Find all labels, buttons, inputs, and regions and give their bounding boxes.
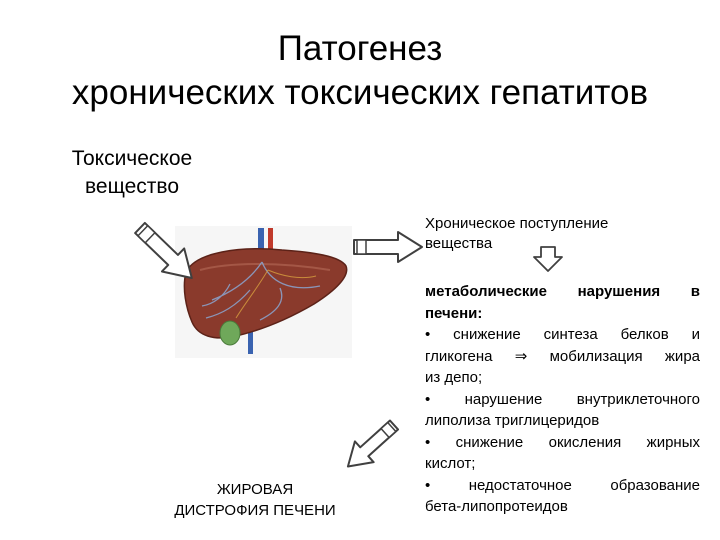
bullet-2-line-2: липолиза триглицеридов <box>425 412 600 429</box>
fatty-liver-result: ЖИРОВАЯ ДИСТРОФИЯ ПЕЧЕНИ <box>145 479 365 521</box>
metabolic-disorders-block: метаболические нарушения в печени: • сни… <box>425 281 700 518</box>
bullet-4-line-2: бета-липопротеидов <box>425 498 568 515</box>
metabolic-heading-1: метаболические нарушения в <box>425 283 700 300</box>
liver-illustration <box>175 226 352 358</box>
toxic-substance-line-1: Токсическое <box>71 147 193 170</box>
bullet-2-line-1: • нарушение внутриклеточного <box>425 390 700 408</box>
title-line-1: Патогенез <box>277 29 443 68</box>
metabolic-heading-2: печени: <box>425 304 483 322</box>
bullet-1-line-2: гликогена ⇒ мобилизация жира <box>425 346 700 368</box>
implies-symbol: ⇒ <box>514 347 528 365</box>
result-line-1: ЖИРОВАЯ <box>216 481 294 498</box>
bullet-1-text-a: гликогена <box>425 347 493 365</box>
liver-highlight <box>199 263 331 271</box>
arrow-to-fatty-liver <box>346 419 400 468</box>
bullet-1-line-1: • снижение синтеза белков и <box>425 326 700 343</box>
liver-vessels <box>201 261 321 321</box>
bullet-1-line-3: из депо; <box>425 369 483 386</box>
chronic-intake-line-1: Хроническое поступление <box>425 215 609 232</box>
toxic-substance-label: Токсическое вещество <box>52 145 212 201</box>
chronic-intake-line-2: вещества <box>425 235 493 252</box>
title-line-2: хронических токсических гепатитов <box>71 73 649 112</box>
gallbladder <box>219 320 241 346</box>
arrow-liver-to-chronic-intake <box>353 231 423 263</box>
arrow-down-to-metabolic <box>533 246 563 272</box>
toxic-substance-line-2: вещество <box>84 175 180 198</box>
bullet-1-text-b: мобилизация жира <box>549 347 701 365</box>
result-line-2: ДИСТРОФИЯ ПЕЧЕНИ <box>174 502 336 519</box>
bullet-4-line-1: • недостаточное образование <box>425 476 700 494</box>
bullet-3-line-2: кислот; <box>425 455 476 472</box>
liver-shape <box>183 248 348 339</box>
chronic-intake-label: Хроническое поступление вещества <box>425 214 685 254</box>
bile-ducts <box>235 269 317 319</box>
bullet-3-line-1: • снижение окисления жирных <box>425 433 700 451</box>
arrow-substance-to-liver <box>134 221 193 280</box>
